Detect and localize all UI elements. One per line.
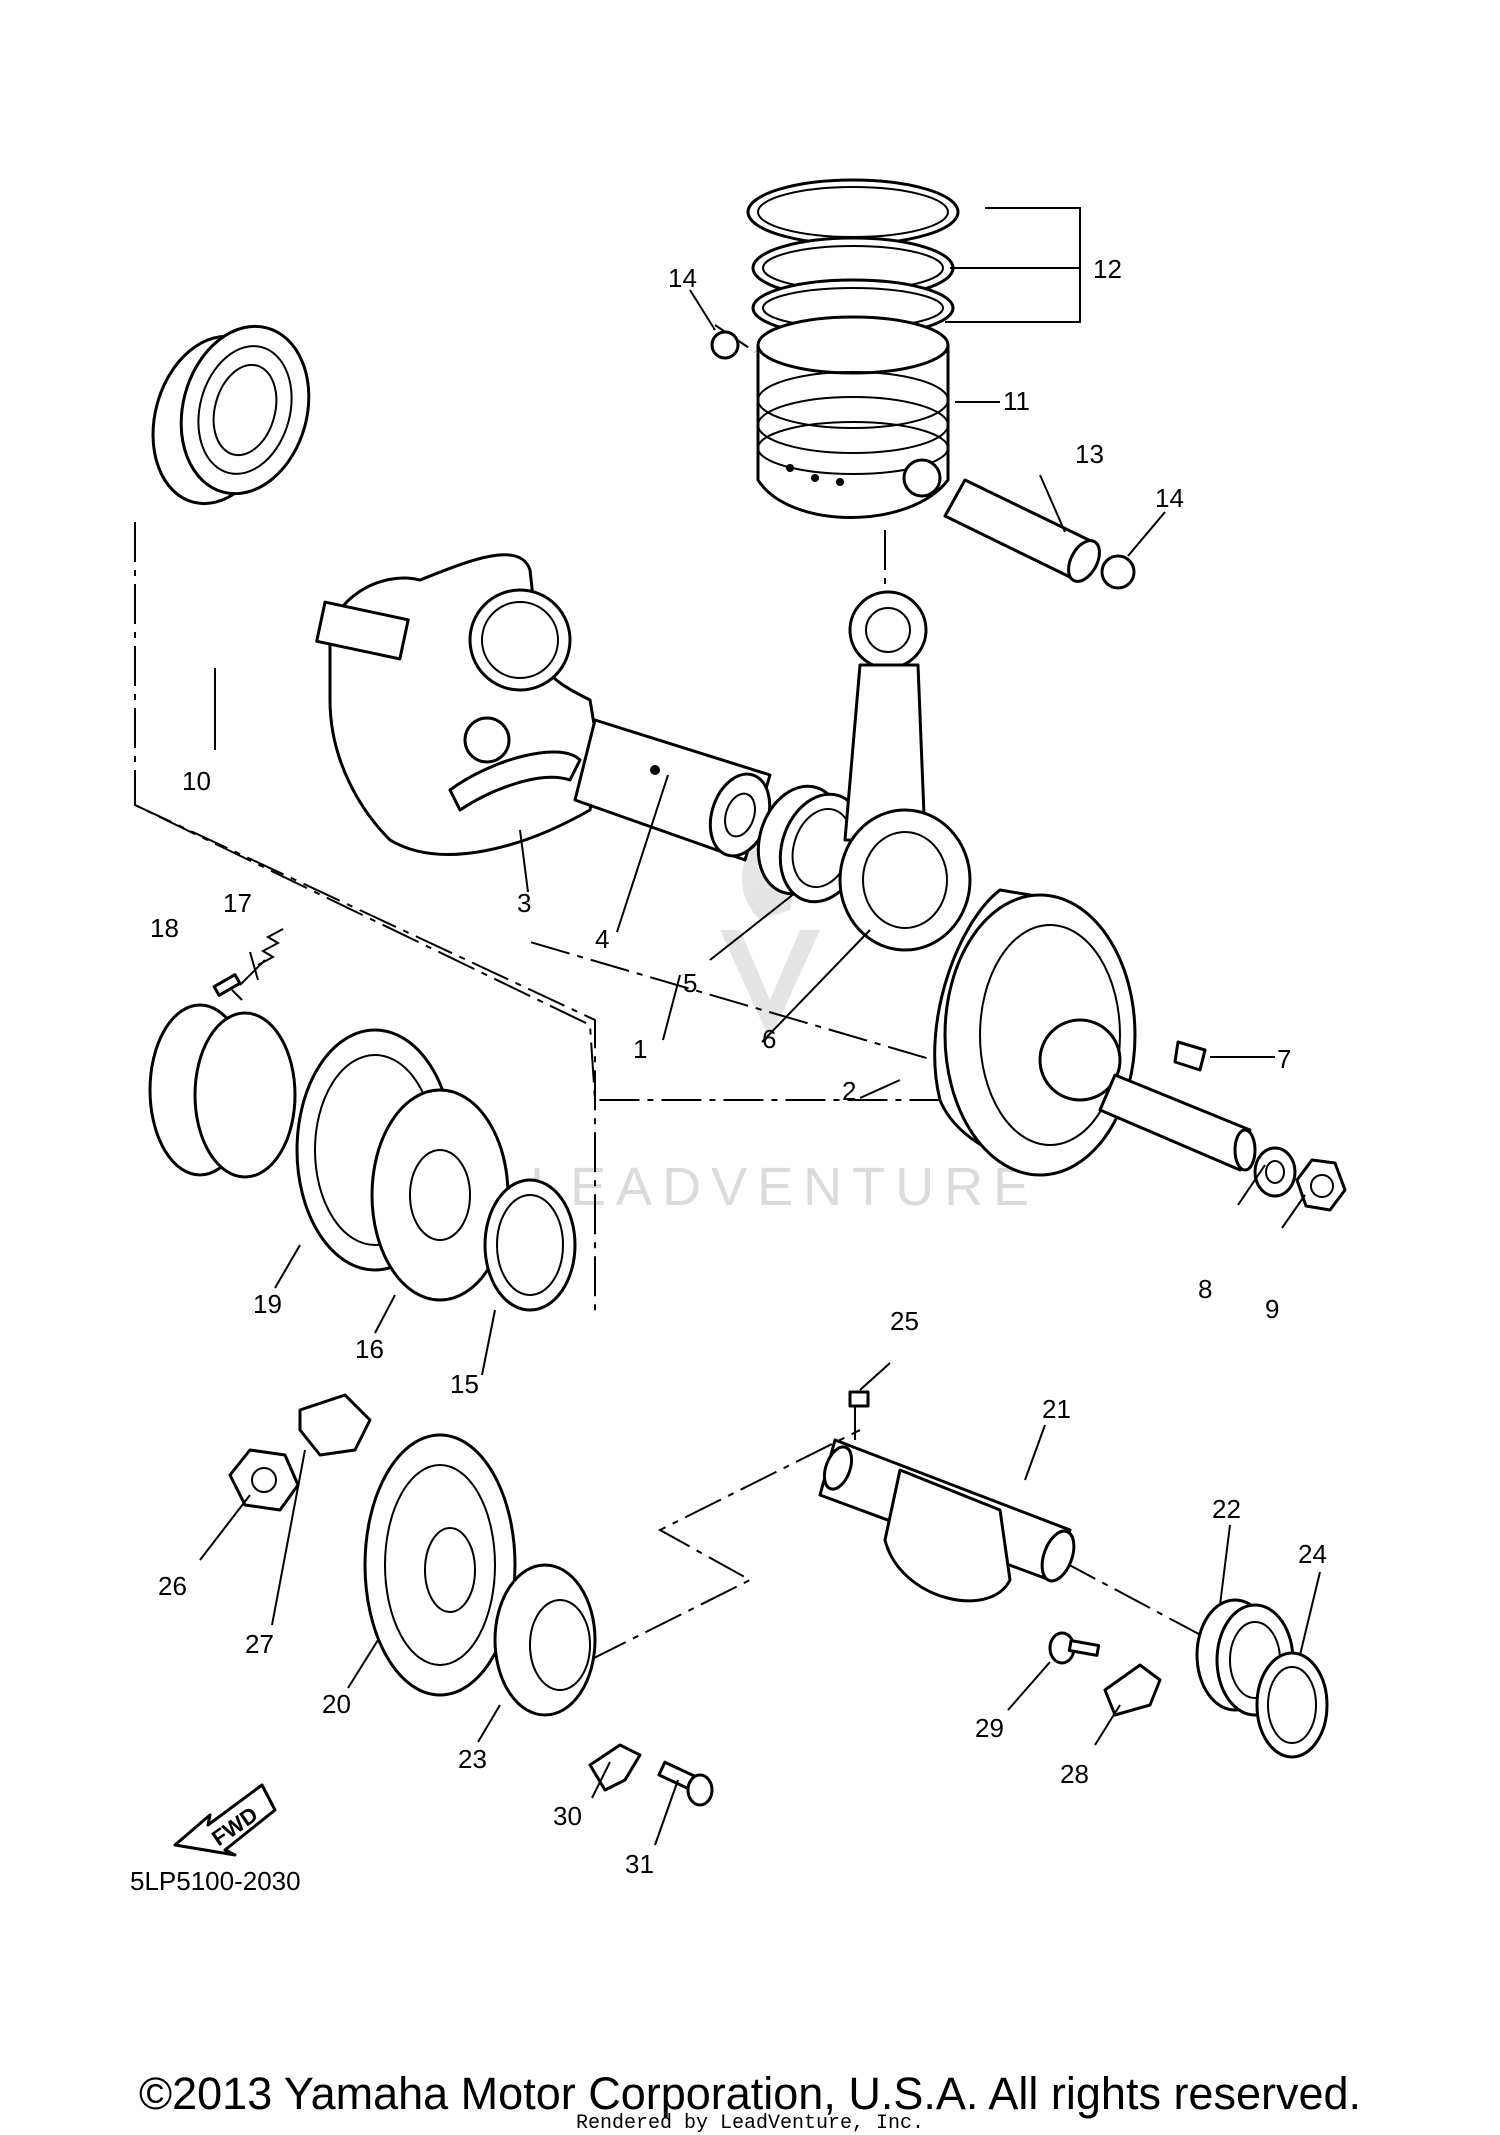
crank-pin (573, 718, 772, 862)
callout-26: 26 (158, 1571, 187, 1601)
callout-28: 28 (1060, 1759, 1089, 1789)
bolt-left (657, 1760, 714, 1807)
callout-24: 24 (1298, 1539, 1327, 1569)
balancer-driven-gear (363, 1433, 517, 1697)
callout-7: 7 (1277, 1044, 1291, 1074)
balancer-drive-outline (134, 804, 596, 1312)
callout-20: 20 (322, 1689, 351, 1719)
callout-2: 2 (842, 1076, 856, 1106)
callout-3: 3 (517, 888, 531, 918)
callout-16: 16 (355, 1334, 384, 1364)
balancer-key (848, 1390, 870, 1408)
washer (1253, 1146, 1297, 1198)
woodruff-key (1173, 1040, 1207, 1072)
piston-pin (943, 478, 1101, 583)
balancer-bearing-left (493, 1563, 597, 1717)
diagram-code: 5LP5100-2030 (130, 1866, 301, 1896)
callout-31: 31 (625, 1849, 654, 1879)
callout-14-top: 14 (668, 263, 697, 293)
callout-18: 18 (150, 913, 179, 943)
connecting-rod (838, 590, 972, 952)
rendered-by-credit: Rendered by LeadVenture, Inc. (575, 2112, 925, 2135)
leader-lines (199, 207, 1321, 1846)
crank-nut (1295, 1158, 1347, 1212)
callout-22: 22 (1212, 1494, 1241, 1524)
crank-half-left (315, 553, 602, 856)
callout-4: 4 (595, 924, 609, 954)
piston (756, 315, 950, 519)
circlip-right (1100, 554, 1136, 590)
callout-11: 11 (1003, 386, 1030, 416)
callout-23: 23 (458, 1744, 487, 1774)
callout-12: 12 (1093, 254, 1122, 284)
balancer-shaft-outline (589, 1429, 861, 1661)
copyright-notice: ©2013 Yamaha Motor Corporation, U.S.A. A… (138, 2068, 1362, 2119)
callout-27: 27 (245, 1629, 274, 1659)
watermark-text: LEADVENTURE (530, 1157, 1039, 1217)
callout-6: 6 (762, 1024, 776, 1054)
crank-half-right (933, 888, 1257, 1177)
callout-29: 29 (975, 1713, 1004, 1743)
callout-13: 13 (1075, 439, 1104, 469)
callout-21: 21 (1042, 1394, 1071, 1424)
retainer-plate-right (1103, 1663, 1162, 1717)
callout-25: 25 (890, 1306, 919, 1336)
forward-direction-arrow: FWD (173, 1783, 277, 1857)
callout-19: 19 (253, 1289, 282, 1319)
callout-1: 1 (633, 1034, 647, 1064)
circlip-top (710, 330, 740, 360)
callout-30: 30 (553, 1801, 582, 1831)
callout-5: 5 (683, 968, 697, 998)
retainer-plate-left (588, 1743, 642, 1792)
callout-14-right: 14 (1155, 483, 1184, 513)
piston-ring-set (746, 178, 960, 338)
crank-bearing (151, 324, 311, 506)
lock-washer (298, 1393, 372, 1457)
callout-17: 17 (223, 888, 252, 918)
spring-and-pin (212, 928, 284, 997)
callout-8: 8 (1198, 1274, 1212, 1304)
balancer-axis-line (1059, 1559, 1211, 1641)
callout-labels: 1 2 3 4 5 6 7 8 9 10 11 12 13 14 14 15 1… (150, 254, 1327, 1879)
screw-right (1048, 1631, 1101, 1665)
balancer-shaft (818, 1438, 1076, 1603)
shim (483, 1178, 577, 1312)
callout-10: 10 (182, 766, 211, 796)
balancer-nut (228, 1448, 300, 1512)
callout-15: 15 (450, 1369, 479, 1399)
callout-9: 9 (1265, 1294, 1279, 1324)
